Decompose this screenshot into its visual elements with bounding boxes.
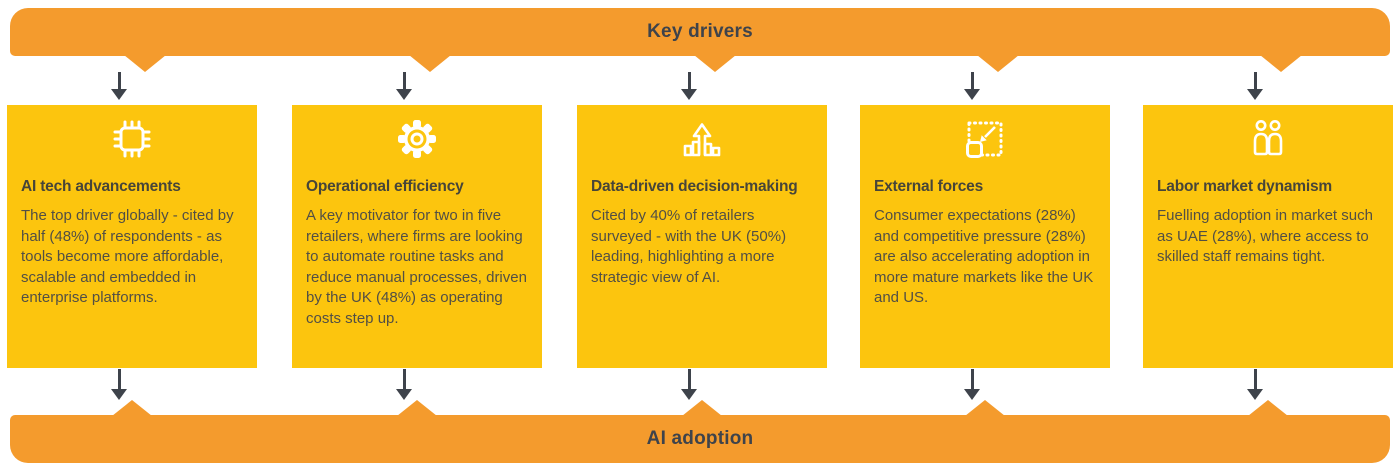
bottom-bar-notch	[397, 400, 437, 416]
card-ai-tech-advancements: AI tech advancements The top driver glob…	[7, 105, 257, 368]
card-title: External forces	[874, 178, 983, 195]
top-bar-notch	[1260, 55, 1302, 72]
card-body: Cited by 40% of retailers surveyed - wit…	[591, 207, 787, 286]
ai-adoption-label: AI adoption	[646, 428, 754, 449]
card-title: AI tech advancements	[21, 178, 181, 195]
card-title: Operational efficiency	[306, 178, 464, 195]
card-title: Data-driven decision-making	[591, 178, 798, 195]
key-drivers-label: Key drivers	[647, 21, 753, 42]
card-body: Fuelling adoption in market such as UAE …	[1157, 207, 1373, 265]
bottom-bar-notch	[112, 400, 152, 416]
inward-arrow-square-icon	[874, 113, 1096, 165]
down-arrow-icon	[396, 72, 412, 100]
top-bar-notch	[977, 55, 1019, 72]
chip-icon	[21, 113, 243, 165]
card-external-forces: External forces Consumer expectations (2…	[860, 105, 1110, 368]
down-arrow-icon	[681, 369, 697, 400]
bar-chart-growth-icon	[591, 113, 813, 165]
top-bar-notch	[124, 55, 166, 72]
card-title: Labor market dynamism	[1157, 178, 1332, 195]
bottom-bar-notch	[1248, 400, 1288, 416]
ai-adoption-bar: AI adoption	[10, 415, 1390, 463]
down-arrow-icon	[1247, 72, 1263, 100]
card-body: Consumer expectations (28%) and competit…	[874, 207, 1094, 306]
bottom-bar-notch	[965, 400, 1005, 416]
down-arrow-icon	[1247, 369, 1263, 400]
card-body: A key motivator for two in five retailer…	[306, 207, 527, 327]
down-arrow-icon	[964, 72, 980, 100]
top-bar-notch	[694, 55, 736, 72]
down-arrow-icon	[111, 369, 127, 400]
down-arrow-icon	[964, 369, 980, 400]
card-labor-market-dynamism: Labor market dynamism Fuelling adoption …	[1143, 105, 1393, 368]
down-arrow-icon	[681, 72, 697, 100]
key-drivers-bar: Key drivers	[10, 8, 1390, 56]
bottom-bar-notch	[682, 400, 722, 416]
people-icon	[1157, 113, 1379, 165]
card-data-driven-decision-making: Data-driven decision-making Cited by 40%…	[577, 105, 827, 368]
card-body: The top driver globally - cited by half …	[21, 207, 234, 306]
down-arrow-icon	[396, 369, 412, 400]
top-bar-notch	[409, 55, 451, 72]
down-arrow-icon	[111, 72, 127, 100]
gear-icon	[306, 113, 528, 165]
card-operational-efficiency: Operational efficiency A key motivator f…	[292, 105, 542, 368]
